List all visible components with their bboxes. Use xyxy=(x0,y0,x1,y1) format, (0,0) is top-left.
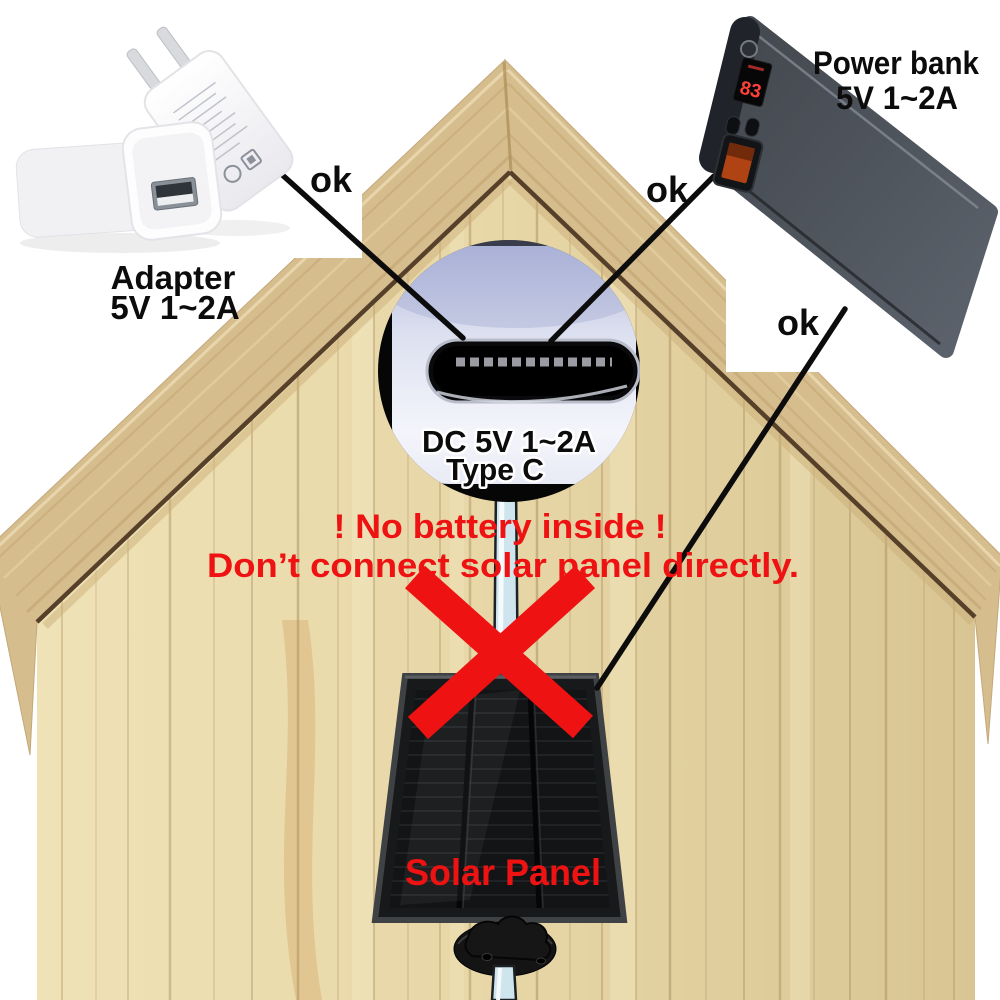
powerbank-end-face xyxy=(699,17,760,173)
solar-panel xyxy=(371,673,628,934)
port-closeup-inset xyxy=(378,240,640,502)
powerbank-label: Power bank xyxy=(813,45,979,81)
solar-panel-divider xyxy=(527,689,542,909)
port-spec-label: DC 5V 1~2A xyxy=(422,424,596,459)
adapter-lying xyxy=(15,121,223,241)
warning-line2: Don’t connect solar panel directly. xyxy=(207,547,799,585)
red-x-mark xyxy=(405,565,596,740)
line-powerbank-to-port xyxy=(548,173,717,344)
cert-mark-icon xyxy=(223,164,242,183)
line-adapter-to-port xyxy=(275,168,466,341)
text-labels: Adapter 5V 1~2A ok Power bank 5V 1~2A ok… xyxy=(110,45,979,893)
solar-panel-label: Solar Panel xyxy=(405,852,601,893)
solar-panel-cells xyxy=(389,690,610,908)
usb-a-output-port xyxy=(712,133,764,193)
line-powerbank-to-panel xyxy=(594,306,848,691)
annotation-lines xyxy=(275,168,848,691)
mount-bracket xyxy=(453,915,557,977)
roof-seam-left xyxy=(35,170,512,624)
ok-label-adapter: ok xyxy=(310,159,353,200)
roof-ridge-seam xyxy=(502,61,513,171)
warning-line1: ! No battery inside ! xyxy=(334,508,667,546)
power-button-icon xyxy=(740,40,758,58)
adapter-spec-label: 5V 1~2A xyxy=(110,289,239,326)
battery-display: 83 xyxy=(732,57,773,107)
roof-seam-shadow-left xyxy=(42,177,513,629)
usb-cable-bottom xyxy=(490,964,518,1000)
powerbank-spec-label: 5V 1~2A xyxy=(836,80,958,116)
adapter-photo xyxy=(15,26,294,253)
solar-panel-divider xyxy=(456,689,475,909)
port-type-label: Type C xyxy=(446,452,544,487)
roof-seam-shadow-right xyxy=(507,177,975,625)
small-ports xyxy=(725,116,760,137)
display-digits: 83 xyxy=(738,78,764,103)
ok-label-powerbank-bottom: ok xyxy=(777,302,820,343)
powerbank-photo: 83 xyxy=(699,16,998,358)
roof-seam-right xyxy=(508,170,977,619)
cert-mark-icon xyxy=(240,148,262,171)
adapter-label: Adapter xyxy=(111,259,236,296)
cert-mark-icon xyxy=(246,154,257,165)
ok-label-powerbank-top: ok xyxy=(646,169,689,210)
